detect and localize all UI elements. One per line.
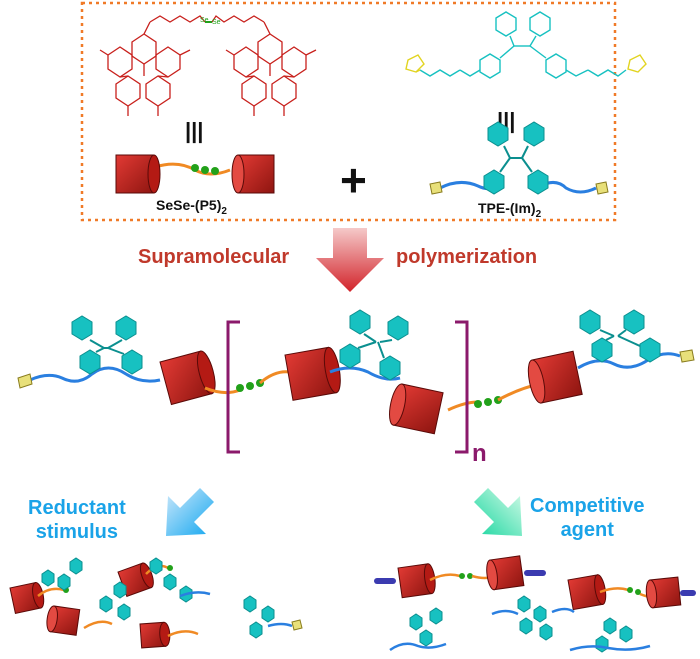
pillararene-right xyxy=(225,21,317,116)
imidazole-left xyxy=(405,54,425,73)
repeat-n-label: n xyxy=(472,440,487,467)
sese-subscript: 2 xyxy=(221,205,227,217)
p5-cylinder-right xyxy=(231,154,275,194)
sese-label-text: SeSe-(P5) xyxy=(156,197,222,213)
p5-cylinder xyxy=(159,350,216,406)
plus-sign: + xyxy=(340,154,367,206)
monomer-box xyxy=(80,1,617,222)
tpe-unit xyxy=(579,309,661,363)
competitive-line1: Competitive xyxy=(530,495,645,517)
repeat-bracket-left xyxy=(226,320,240,454)
supramolecular-label: Supramolecular xyxy=(138,246,290,268)
competitive-line2: agent xyxy=(560,519,614,541)
tpe-core xyxy=(459,11,589,79)
p5-cylinder xyxy=(389,383,444,435)
repeat-bracket-right xyxy=(455,320,469,454)
competitive-label: Competitive agent xyxy=(530,494,644,542)
imidazole-bead xyxy=(429,181,443,195)
competitive-arrow xyxy=(474,488,522,536)
competitive-products xyxy=(374,555,696,653)
reductant-line2: stimulus xyxy=(35,521,119,543)
selenium-linker xyxy=(149,15,206,23)
tpe-unit xyxy=(71,315,143,375)
se-atom-left: Se xyxy=(200,17,209,24)
se-bead xyxy=(211,167,219,175)
se-bead xyxy=(201,166,209,174)
tpe-im-structure xyxy=(405,11,647,79)
equiv-left: ||| xyxy=(185,118,203,143)
imidazole-right xyxy=(627,54,647,73)
polymerization-label: polymerization xyxy=(396,246,538,268)
p5-cylinder xyxy=(284,346,341,401)
se-bead xyxy=(191,164,199,172)
reductant-arrow xyxy=(166,488,214,536)
tpe-subscript: 2 xyxy=(535,208,542,220)
tpe-label-text: TPE-(Im) xyxy=(478,200,536,216)
polymerization-arrow xyxy=(316,228,384,292)
imidazole-bead xyxy=(595,181,609,195)
se-atom-right: Se xyxy=(212,19,221,26)
sese-p5-structure xyxy=(99,15,317,116)
sese-label: SeSe-(P5)2 xyxy=(156,197,227,217)
tpe-label: TPE-(Im)2 xyxy=(478,200,541,220)
p5-cylinder xyxy=(527,350,583,404)
reductant-label: Reductant stimulus xyxy=(28,496,126,544)
reductant-products xyxy=(9,557,303,649)
reductant-line1: Reductant xyxy=(28,497,126,519)
tpe-unit xyxy=(339,309,409,381)
tpe-cartoon xyxy=(429,121,609,195)
polymer-chain xyxy=(17,309,695,435)
sese-cartoon xyxy=(115,154,275,194)
pillararene-left xyxy=(99,21,191,116)
p5-cylinder-left xyxy=(115,154,161,194)
